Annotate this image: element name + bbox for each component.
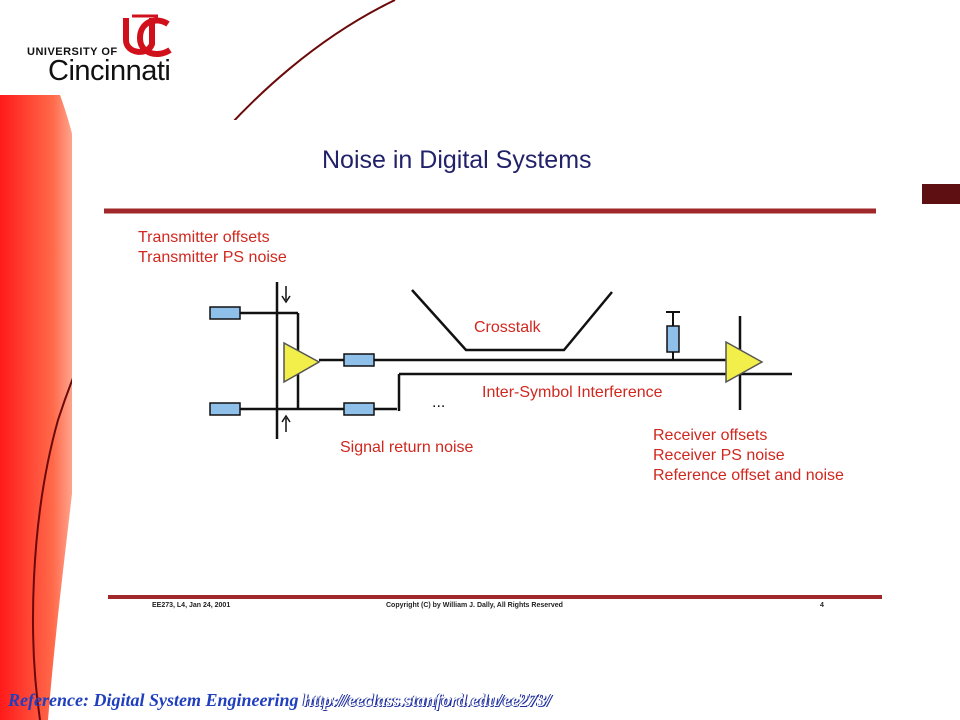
reference-book: Digital System Engineering (93, 690, 299, 710)
receiver-amplifier (725, 340, 764, 384)
transmitter-offsets-label: Transmitter offsets (138, 229, 270, 246)
side-tab-marker (922, 184, 960, 204)
uc-monogram-icon (123, 14, 172, 57)
slide-panel: Noise in Digital Systems (72, 120, 920, 658)
noise-diagram (104, 208, 882, 599)
signal-return-label: Signal return noise (340, 439, 474, 456)
transmitter-ps-noise-label: Transmitter PS noise (138, 249, 287, 266)
slide-title: Noise in Digital Systems (322, 146, 592, 174)
left-red-swoosh (0, 95, 89, 720)
crosstalk-line (411, 289, 613, 352)
footer-copyright: Copyright (C) by William J. Dally, All R… (386, 602, 563, 609)
logo-university-of: UNIVERSITY OF (27, 46, 118, 58)
footer-page-number: 4 (820, 602, 824, 609)
transmitter-noise-labels: Transmitter offsets Transmitter PS noise (138, 228, 287, 268)
footer-course: EE273, L4, Jan 24, 2001 (152, 602, 231, 609)
input-resistor-bottom (209, 402, 241, 416)
logo-cincinnati: Cincinnati (48, 55, 171, 87)
ellipsis-label: ... (432, 394, 446, 411)
reference-offset-label: Reference offset and noise (653, 467, 844, 484)
university-logo: UNIVERSITY OF Cincinnati (22, 14, 187, 88)
crosstalk-label: Crosstalk (474, 319, 541, 336)
isi-label: Inter-Symbol Interference (482, 384, 663, 401)
reference-line: Reference: Digital System Engineering ht… (8, 690, 551, 711)
reference-url[interactable]: http://eeclass.stanford.edu/ee273/ (303, 690, 551, 710)
termination-resistor (666, 325, 680, 353)
series-resistor (343, 353, 375, 367)
input-resistor-top (209, 306, 241, 320)
return-resistor (343, 402, 375, 416)
receiver-noise-labels: Receiver offsets Receiver PS noise Refer… (653, 426, 844, 486)
receiver-ps-noise-label: Receiver PS noise (653, 447, 785, 464)
reference-label: Reference: (8, 690, 89, 710)
transmitter-amplifier (283, 341, 321, 384)
receiver-offsets-label: Receiver offsets (653, 427, 768, 444)
